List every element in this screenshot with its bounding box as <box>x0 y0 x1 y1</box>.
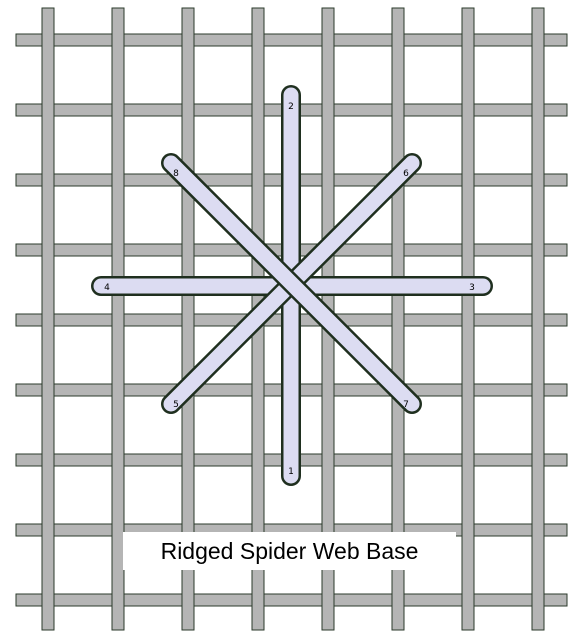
horizontal-thread <box>16 594 567 606</box>
stitch-label-3: 3 <box>469 283 475 293</box>
vertical-thread <box>42 8 54 630</box>
stitch-label-7: 7 <box>403 400 409 410</box>
stitch-label-1: 1 <box>288 467 294 477</box>
stitches <box>101 95 483 476</box>
stitch-label-8: 8 <box>173 169 179 179</box>
vertical-thread <box>462 8 474 630</box>
stitch-label-4: 4 <box>104 283 110 293</box>
stitch-label-6: 6 <box>403 169 409 179</box>
horizontal-thread <box>16 34 567 46</box>
vertical-thread <box>532 8 544 630</box>
stitch-label-2: 2 <box>288 102 294 112</box>
stitch-label-5: 5 <box>173 400 179 410</box>
diagram-title: Ridged Spider Web Base <box>123 532 456 570</box>
